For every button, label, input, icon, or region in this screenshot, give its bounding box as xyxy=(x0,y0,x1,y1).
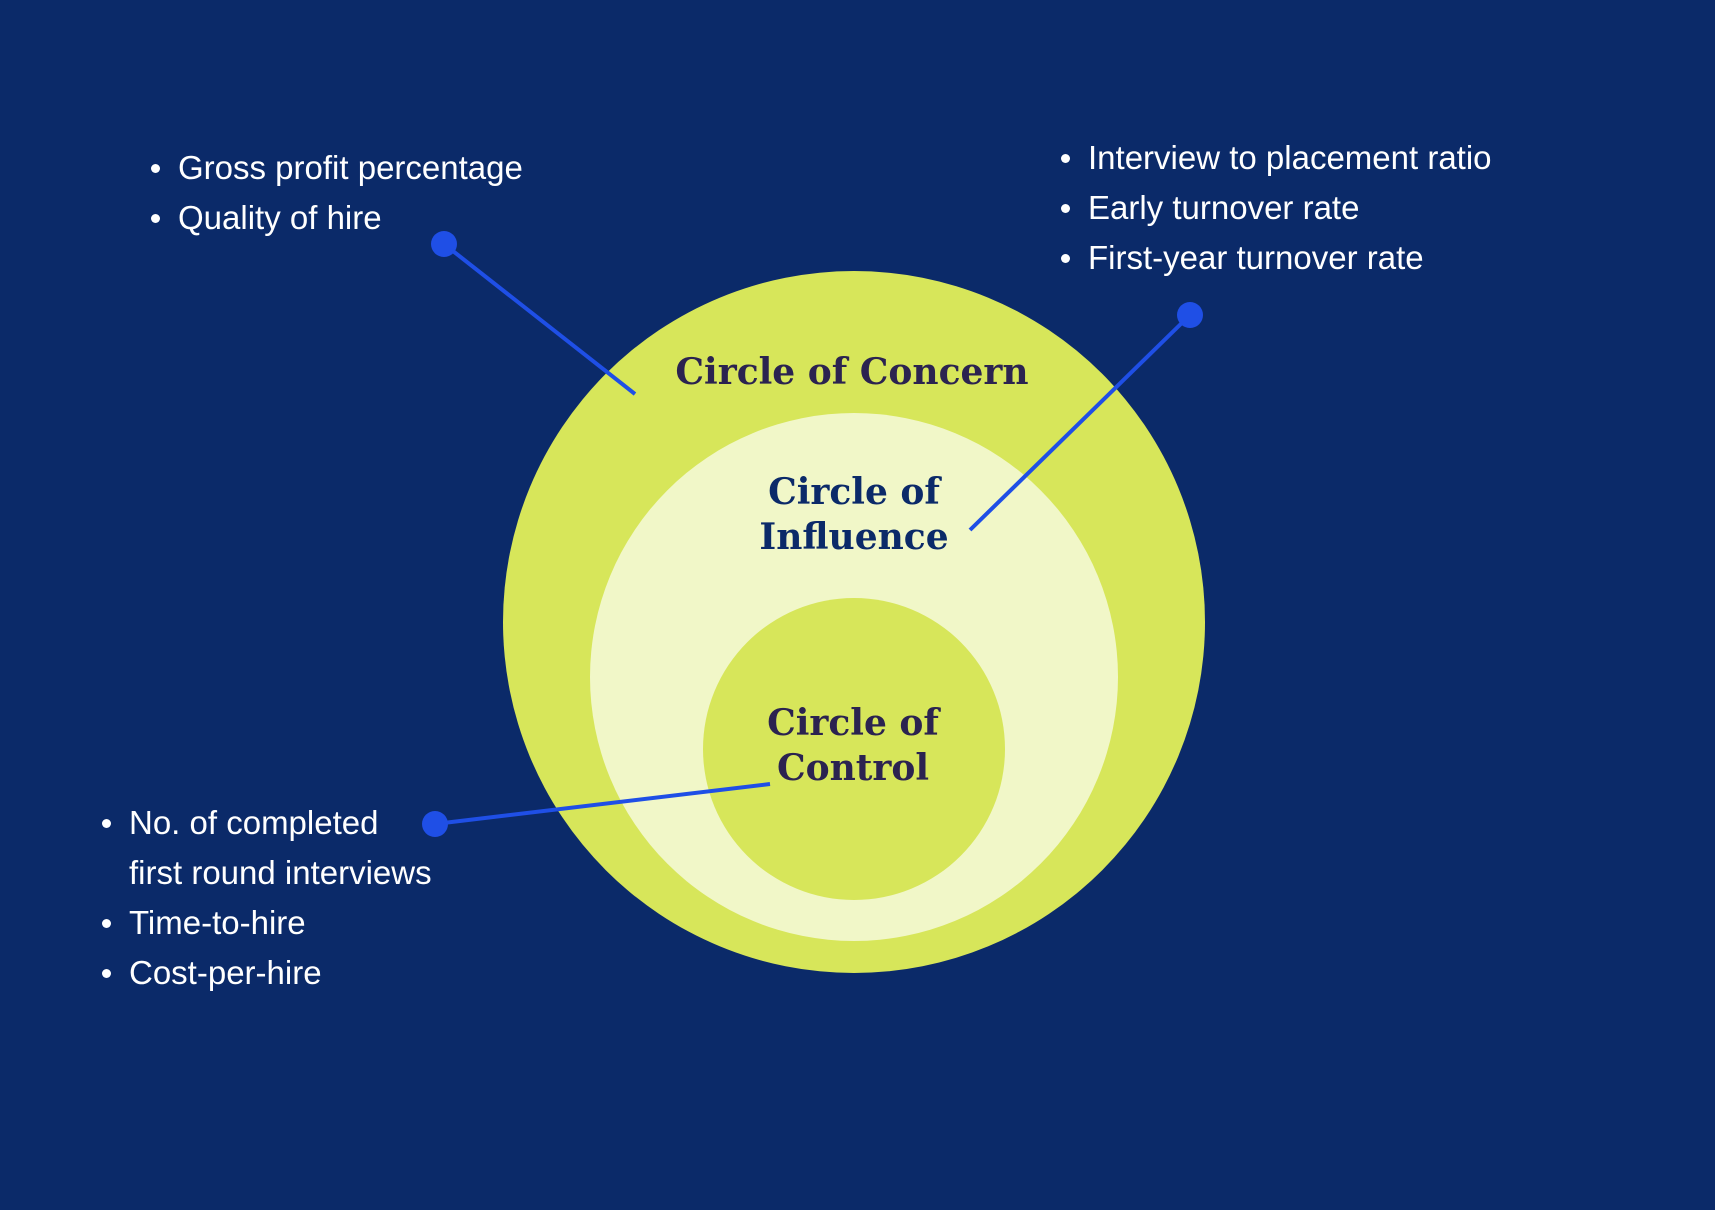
connector-concern-dot xyxy=(431,231,457,257)
circle-of-influence-label-line2: Influence xyxy=(759,516,948,558)
connector-concern xyxy=(431,231,637,396)
list-item: First-year turnover rate xyxy=(1056,233,1492,283)
list-item: Gross profit percentage xyxy=(146,143,523,193)
circle-of-control-label-line1: Circle of xyxy=(767,702,941,744)
list-item: No. of completed first round interviews xyxy=(97,798,432,898)
concern-metrics-list: Gross profit percentage Quality of hire xyxy=(146,143,523,243)
list-item: Cost-per-hire xyxy=(97,948,432,998)
circle-of-concern-label: Circle of Concern xyxy=(675,351,1028,393)
connector-influence-dot xyxy=(1177,302,1203,328)
circle-of-influence-label-line1: Circle of xyxy=(768,471,942,513)
connector-influence xyxy=(968,302,1203,532)
control-metrics-list: No. of completed first round interviews … xyxy=(97,798,432,998)
circle-of-control xyxy=(703,598,1005,900)
list-item: Time-to-hire xyxy=(97,898,432,948)
list-item: Early turnover rate xyxy=(1056,183,1492,233)
list-item: Interview to placement ratio xyxy=(1056,133,1492,183)
connector-control-dot xyxy=(422,811,448,837)
connector-control xyxy=(422,782,771,837)
list-item: Quality of hire xyxy=(146,193,523,243)
circle-of-control-label-line2: Control xyxy=(777,747,929,789)
influence-metrics-list: Interview to placement ratio Early turno… xyxy=(1056,133,1492,283)
